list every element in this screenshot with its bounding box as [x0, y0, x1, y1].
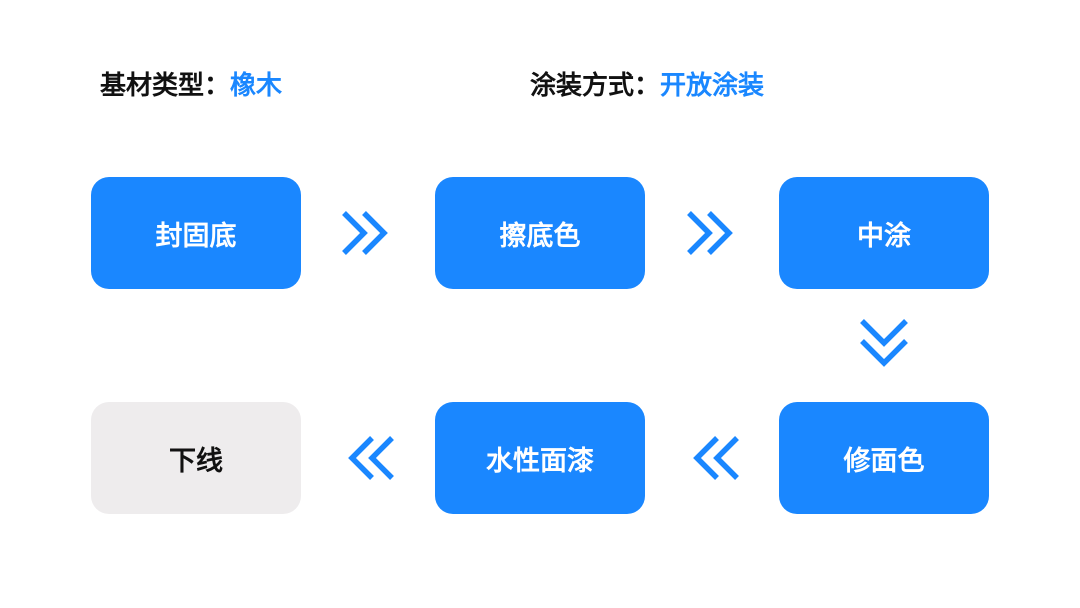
- substrate-label: 基材类型：: [100, 71, 231, 101]
- step-wipe-stain: 擦底色: [435, 177, 645, 289]
- step-touch-up-color: 修面色: [779, 402, 989, 514]
- step-label: 下线: [169, 445, 223, 477]
- step-middle-coat: 中涂: [779, 177, 989, 289]
- step-waterborne-topcoat: 水性面漆: [435, 402, 645, 514]
- step-label: 擦底色: [499, 220, 581, 252]
- substrate-info: 基材类型：橡木: [100, 66, 282, 106]
- coating-info: 涂装方式：开放涂装: [530, 66, 764, 106]
- chevron-double-left-icon: [338, 428, 398, 488]
- step-label: 修面色: [843, 445, 925, 477]
- step-label: 封固底: [155, 220, 237, 252]
- step-label: 水性面漆: [486, 445, 594, 477]
- step-label: 中涂: [857, 220, 911, 252]
- coating-label: 涂装方式：: [530, 71, 661, 101]
- chevron-double-left-icon: [683, 428, 743, 488]
- chevron-double-right-icon: [338, 203, 398, 263]
- step-seal-primer: 封固底: [91, 177, 301, 289]
- chevron-double-right-icon: [683, 203, 743, 263]
- step-offline: 下线: [91, 402, 301, 514]
- substrate-value: 橡木: [230, 71, 283, 101]
- coating-value: 开放涂装: [660, 71, 765, 101]
- chevron-double-down-icon: [854, 315, 914, 375]
